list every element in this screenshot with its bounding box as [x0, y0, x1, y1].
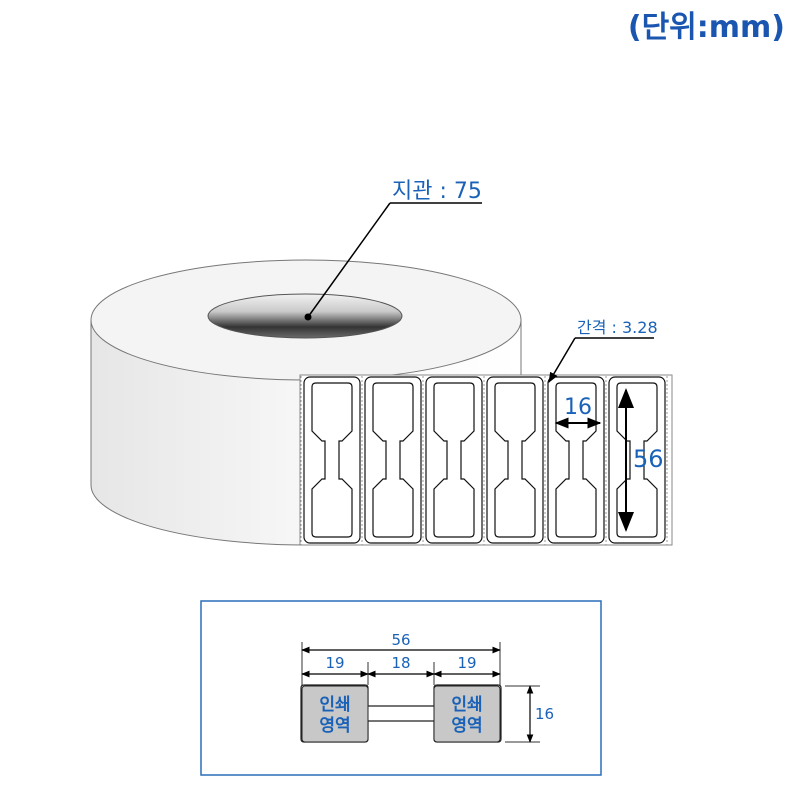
gap-label: 간격 : 3.28 — [577, 318, 658, 337]
label-width-value: 16 — [564, 395, 592, 420]
label-4 — [486, 376, 544, 544]
label-height-dimension: 56 — [618, 388, 664, 532]
label-height-value: 56 — [633, 445, 664, 473]
print-area-left-line1: 인쇄 — [319, 695, 350, 715]
print-area-right-line2: 영역 — [451, 716, 482, 736]
print-area-left-line2: 영역 — [319, 716, 350, 736]
label-3 — [425, 376, 483, 544]
print-area-left — [301, 685, 369, 743]
core-label: 지관 : 75 — [392, 179, 482, 204]
label-2 — [364, 376, 422, 544]
unit-label: (단위:mm) — [627, 10, 785, 45]
detail-segment-middle: 18 — [391, 654, 410, 672]
detail-segment-right: 19 — [457, 654, 476, 672]
gap-callout: 간격 : 3.28 — [548, 318, 658, 383]
label-1 — [303, 376, 361, 544]
core-callout: 지관 : 75 — [304, 179, 482, 321]
detail-height: 16 — [535, 705, 554, 723]
detail-segment-left: 19 — [325, 654, 344, 672]
print-area-right — [433, 685, 501, 743]
label-strip — [299, 374, 673, 546]
print-area-right-line1: 인쇄 — [451, 695, 482, 715]
label-width-dimension: 16 — [554, 395, 602, 429]
label-detail-panel: 56 19 18 19 인쇄 영역 인쇄 영역 16 — [200, 600, 602, 776]
detail-total-width: 56 — [391, 631, 410, 649]
